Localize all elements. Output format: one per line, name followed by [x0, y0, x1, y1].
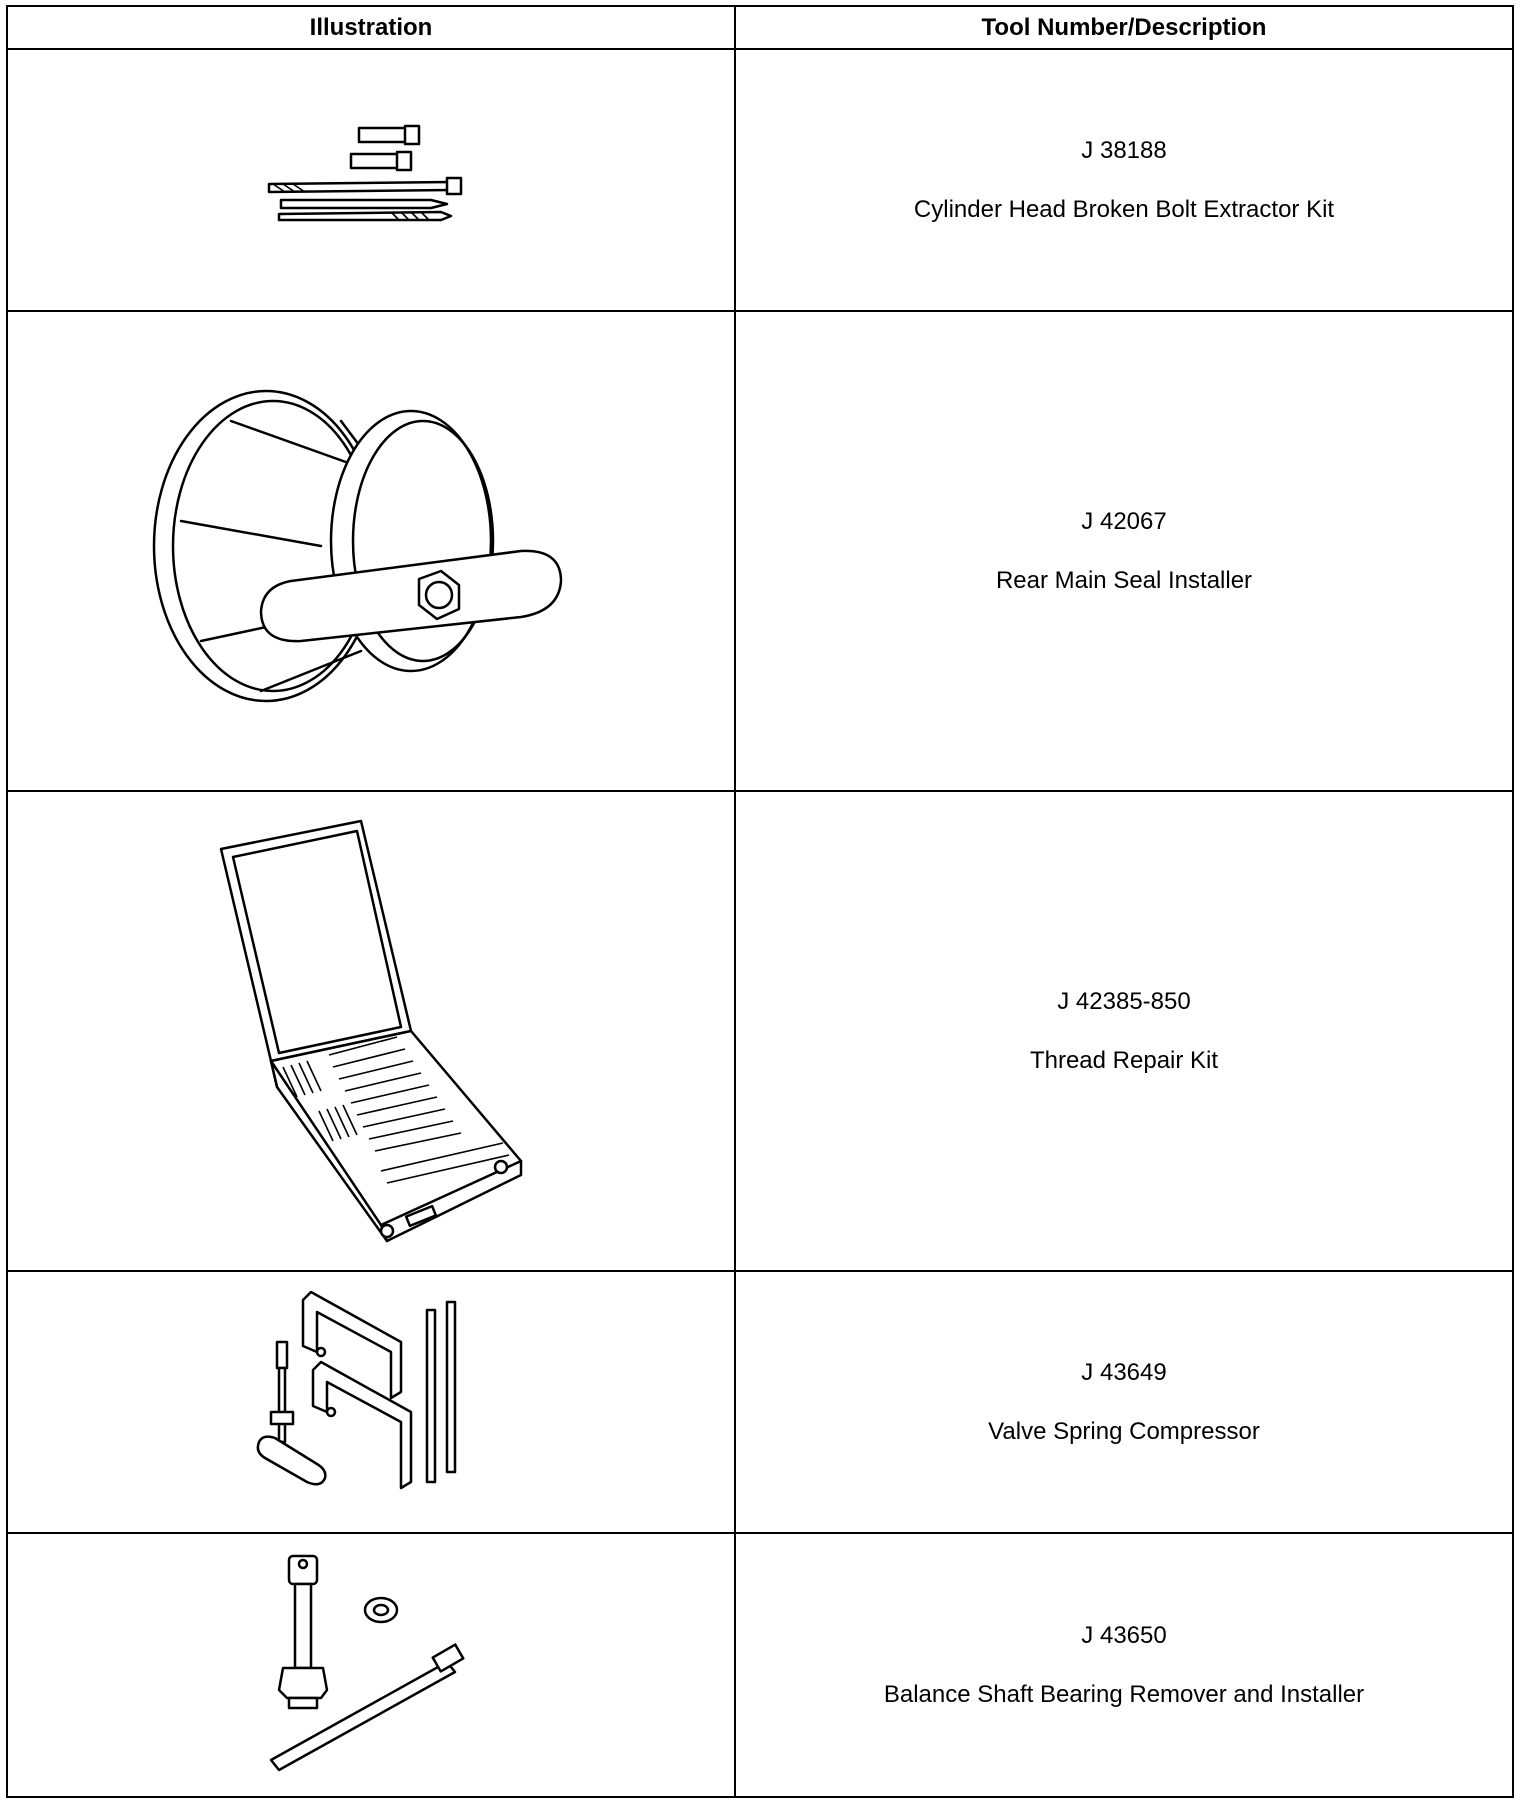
tool-number: J 43650	[1081, 1622, 1167, 1650]
illustration-cell	[6, 48, 736, 312]
table-header-row: Illustration Tool Number/Description	[6, 5, 1514, 50]
special-tools-table: Illustration Tool Number/Description	[6, 5, 1514, 1798]
special-tools-sheet: Illustration Tool Number/Description	[6, 5, 1514, 1798]
column-header-tool: Tool Number/Description	[734, 5, 1514, 50]
tool-cell: J 42067 Rear Main Seal Installer	[734, 310, 1514, 792]
tool-description: Cylinder Head Broken Bolt Extractor Kit	[913, 195, 1335, 223]
table-row: J 42067 Rear Main Seal Installer	[6, 310, 1514, 792]
tool-cell: J 38188 Cylinder Head Broken Bolt Extrac…	[734, 48, 1514, 312]
table-row: J 43650 Balance Shaft Bearing Remover an…	[6, 1532, 1514, 1798]
thread-repair-kit-icon	[219, 819, 523, 1243]
balance-shaft-bearing-tool-icon	[269, 1554, 465, 1772]
column-header-illustration: Illustration	[6, 5, 736, 50]
tool-description: Valve Spring Compressor	[988, 1417, 1260, 1445]
tool-cell: J 43649 Valve Spring Compressor	[734, 1270, 1514, 1534]
illustration-cell	[6, 1270, 736, 1534]
tool-number: J 42067	[1081, 508, 1167, 536]
illustration-cell	[6, 790, 736, 1272]
tool-number: J 43649	[1081, 1359, 1167, 1387]
tool-number: J 38188	[1081, 137, 1167, 165]
tool-number: J 42385-850	[1057, 988, 1191, 1016]
rear-main-seal-installer-icon	[152, 389, 563, 703]
bolt-extractor-kit-icon	[267, 124, 463, 222]
table-row: J 42385-850 Thread Repair Kit	[6, 790, 1514, 1272]
tool-description: Balance Shaft Bearing Remover and Instal…	[883, 1680, 1365, 1708]
illustration-cell	[6, 1532, 736, 1798]
table-row: J 43649 Valve Spring Compressor	[6, 1270, 1514, 1534]
table-row: J 38188 Cylinder Head Broken Bolt Extrac…	[6, 48, 1514, 312]
illustration-cell	[6, 310, 736, 792]
tool-description: Rear Main Seal Installer	[995, 566, 1253, 594]
tool-cell: J 43650 Balance Shaft Bearing Remover an…	[734, 1532, 1514, 1798]
tool-cell: J 42385-850 Thread Repair Kit	[734, 790, 1514, 1272]
tool-description: Thread Repair Kit	[1029, 1046, 1219, 1074]
valve-spring-compressor-icon	[256, 1290, 457, 1490]
